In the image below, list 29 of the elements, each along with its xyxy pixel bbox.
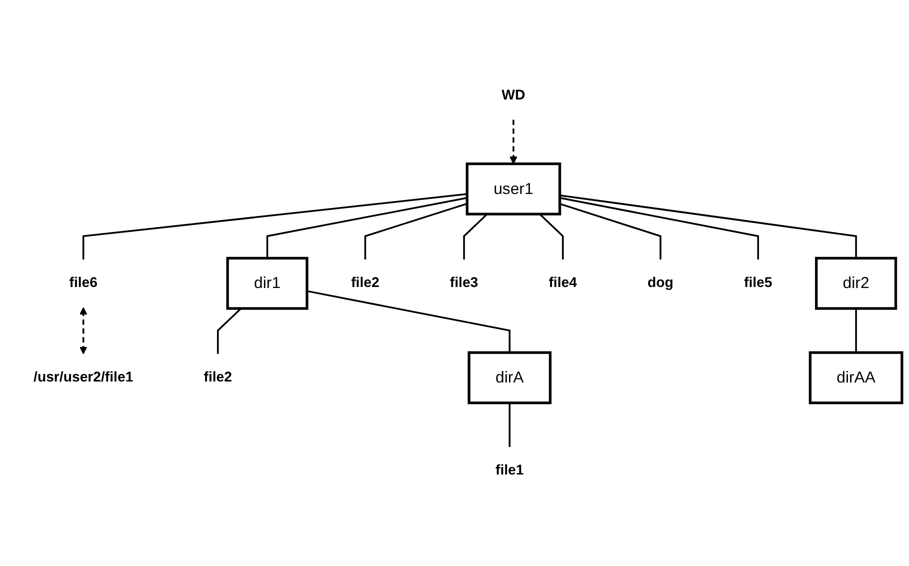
node-text: file6 xyxy=(69,275,98,290)
connector xyxy=(508,402,510,447)
connector xyxy=(306,290,510,352)
node-text: file1 xyxy=(495,462,524,478)
node-text: dog xyxy=(648,275,674,290)
arrow xyxy=(510,119,518,164)
connector xyxy=(560,194,857,258)
connector xyxy=(266,196,468,258)
connector xyxy=(560,196,759,260)
node-box: dirAA xyxy=(808,350,904,404)
node-text: /usr/user2/file1 xyxy=(34,369,134,384)
node-text: file2 xyxy=(351,275,380,290)
node-box: user1 xyxy=(466,162,562,216)
connector xyxy=(217,308,242,354)
connector xyxy=(560,202,662,260)
connector xyxy=(855,308,857,352)
connector xyxy=(82,192,468,260)
connector xyxy=(539,213,564,260)
node-text: file2 xyxy=(204,369,232,384)
node-box: dir1 xyxy=(226,256,308,310)
connector xyxy=(364,202,468,260)
node-box: dirA xyxy=(468,350,552,404)
node-box: dir2 xyxy=(815,256,898,310)
arrow xyxy=(79,306,88,354)
node-text: file5 xyxy=(744,275,772,290)
node-text: file3 xyxy=(450,275,478,290)
node-text: WD xyxy=(502,88,526,103)
connector xyxy=(463,213,488,260)
node-text: file4 xyxy=(548,275,577,290)
